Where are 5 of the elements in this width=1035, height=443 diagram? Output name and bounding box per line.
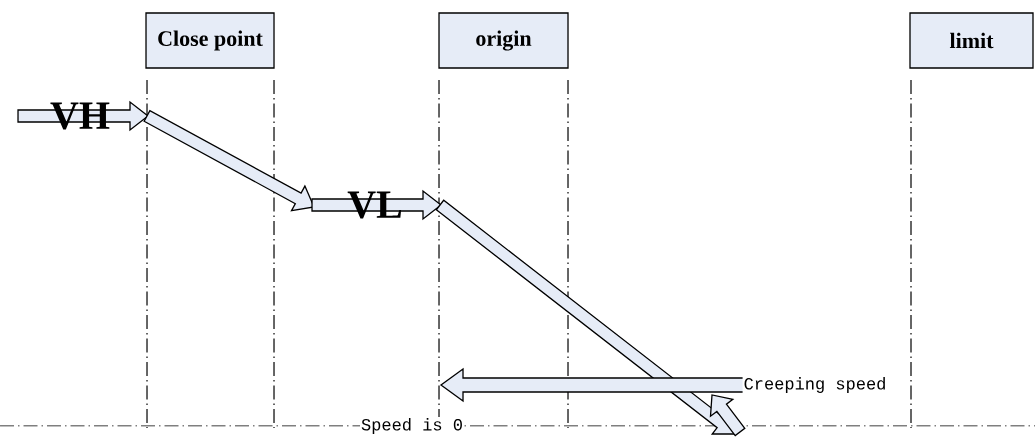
position-box: origin: [438, 12, 569, 69]
position-box: Close point: [145, 12, 275, 69]
position-box: limit: [909, 12, 1034, 69]
speed-label: Creeping speed: [742, 376, 888, 394]
speed-label: Speed is 0: [360, 417, 464, 435]
